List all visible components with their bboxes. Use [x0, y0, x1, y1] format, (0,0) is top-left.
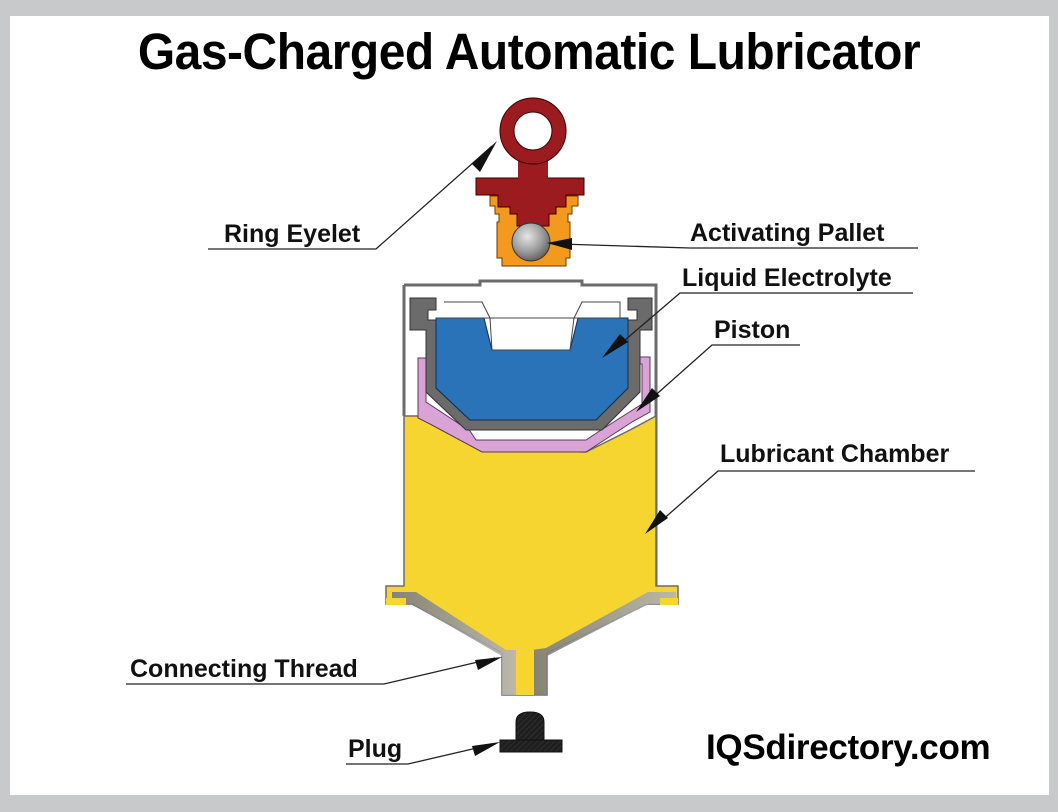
activating-pallet-leader [559, 243, 918, 249]
activating-pallet-arrowhead [547, 238, 572, 250]
piston-leader [649, 344, 800, 401]
diagram-title: Gas-Charged Automatic Lubricator [137, 23, 921, 80]
label-connecting-thread: Connecting Thread [130, 655, 358, 683]
brand-watermark: IQSdirectory.com [706, 728, 991, 767]
label-activating-pallet: Activating Pallet [690, 219, 885, 247]
electrolyte-container [409, 297, 653, 431]
liquid-electrolyte-arrowhead [602, 334, 628, 358]
label-liquid-electrolyte: Liquid Electrolyte [682, 264, 892, 292]
liquid-electrolyte-leader [617, 292, 913, 347]
piston-arrowhead [636, 388, 660, 412]
activating-pallet-ball [511, 222, 551, 262]
liquid-electrolyte [435, 317, 629, 421]
plug [499, 711, 563, 753]
lubricant-chamber-arrowhead [645, 510, 668, 534]
ring-eyelet-leader [208, 145, 493, 250]
label-lubricant-chamber: Lubricant Chamber [720, 440, 949, 468]
label-ring-eyelet: Ring Eyelet [224, 220, 361, 248]
ring-eyelet-arrowhead [472, 141, 497, 172]
lubricant-chamber-leader [659, 470, 975, 523]
plug-arrowhead [472, 742, 500, 756]
label-plug: Plug [348, 735, 402, 763]
connecting-thread-leader [126, 657, 496, 685]
label-piston: Piston [714, 316, 790, 344]
connecting-thread-arrowhead [475, 657, 502, 670]
ring-eyelet [475, 97, 585, 227]
plug-leader [346, 743, 495, 765]
lubricant-chamber [385, 414, 679, 696]
electrolyte-cap-outline [436, 301, 621, 351]
